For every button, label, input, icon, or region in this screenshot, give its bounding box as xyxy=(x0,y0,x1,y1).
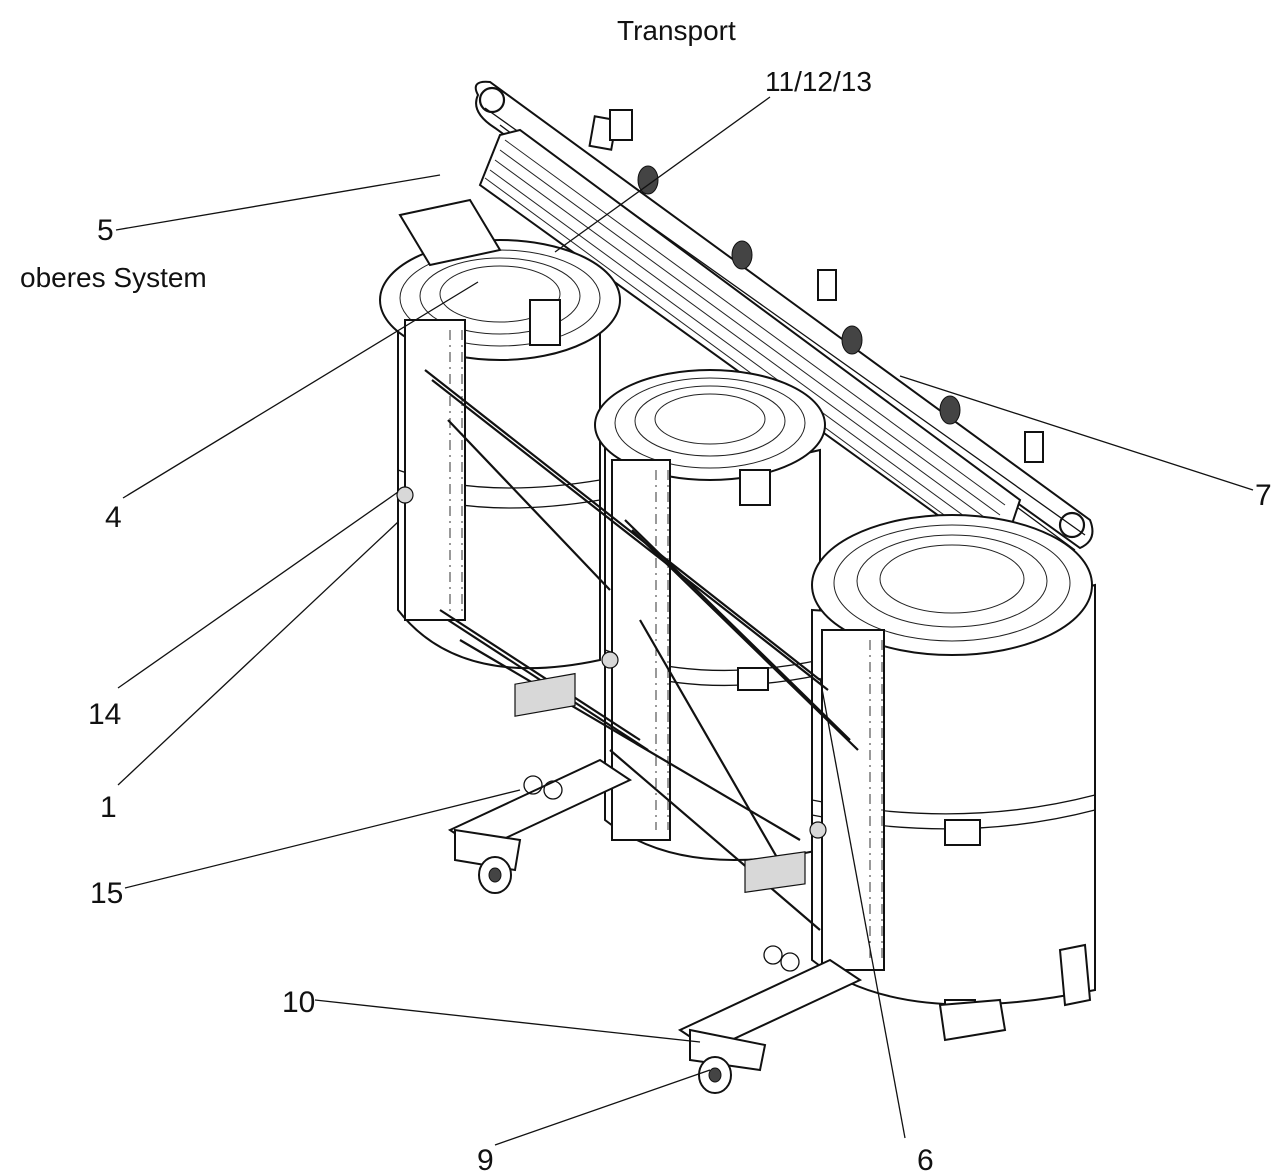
connection-leads xyxy=(396,369,859,931)
leader-lines xyxy=(115,96,1254,1146)
label-1: 1 xyxy=(100,791,117,824)
label-11-12-13: 11/12/13 xyxy=(765,66,872,97)
label-transport: Transport xyxy=(617,15,736,46)
label-9: 9 xyxy=(477,1144,494,1175)
part-labels: Transport 11/12/13 5 oberes System 4 7 1… xyxy=(20,15,1272,1175)
label-4: 4 xyxy=(105,501,122,534)
label-6: 6 xyxy=(917,1144,934,1175)
base-frame xyxy=(447,672,1092,1094)
label-5: 5 xyxy=(97,214,114,247)
label-7: 7 xyxy=(1255,479,1272,512)
label-14: 14 xyxy=(88,698,121,731)
coil-right xyxy=(811,514,1096,1031)
coil-middle xyxy=(594,369,826,861)
coil-left xyxy=(379,198,621,670)
label-10: 10 xyxy=(282,986,315,1019)
label-15: 15 xyxy=(90,877,123,910)
label-oberes-system: oberes System xyxy=(20,262,207,293)
